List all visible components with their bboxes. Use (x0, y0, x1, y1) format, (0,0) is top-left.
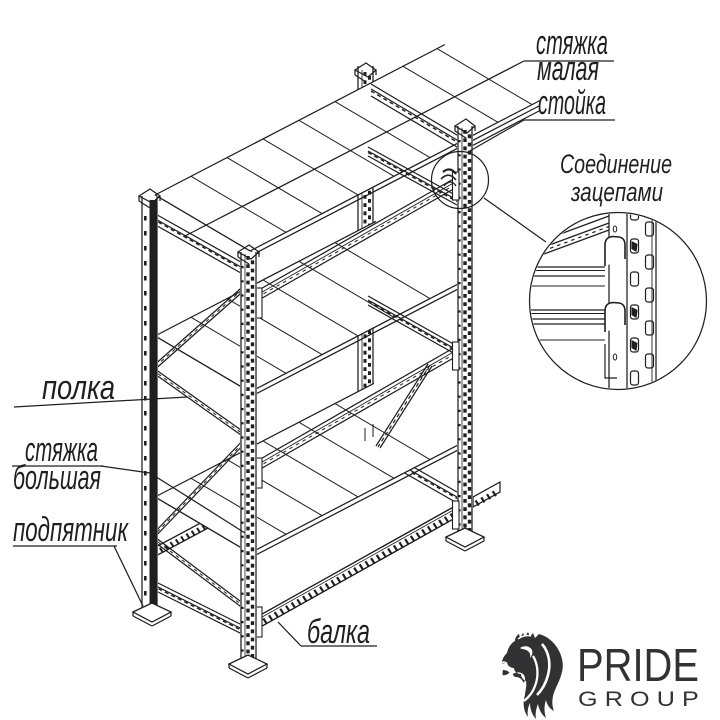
svg-text:Соединение: Соединение (560, 149, 672, 179)
svg-text:GROUP: GROUP (578, 688, 706, 711)
svg-text:PRIDE: PRIDE (577, 639, 699, 691)
svg-text:стяжка: стяжка (536, 24, 608, 62)
svg-text:подпятник: подпятник (13, 511, 129, 549)
svg-text:малая: малая (537, 50, 599, 88)
svg-text:зацепами: зацепами (570, 177, 663, 207)
svg-text:стойка: стойка (538, 84, 606, 122)
svg-text:балка: балка (307, 613, 370, 651)
svg-text:стяжка: стяжка (25, 431, 98, 469)
svg-text:большая: большая (13, 459, 101, 497)
svg-text:полка: полка (42, 369, 115, 407)
